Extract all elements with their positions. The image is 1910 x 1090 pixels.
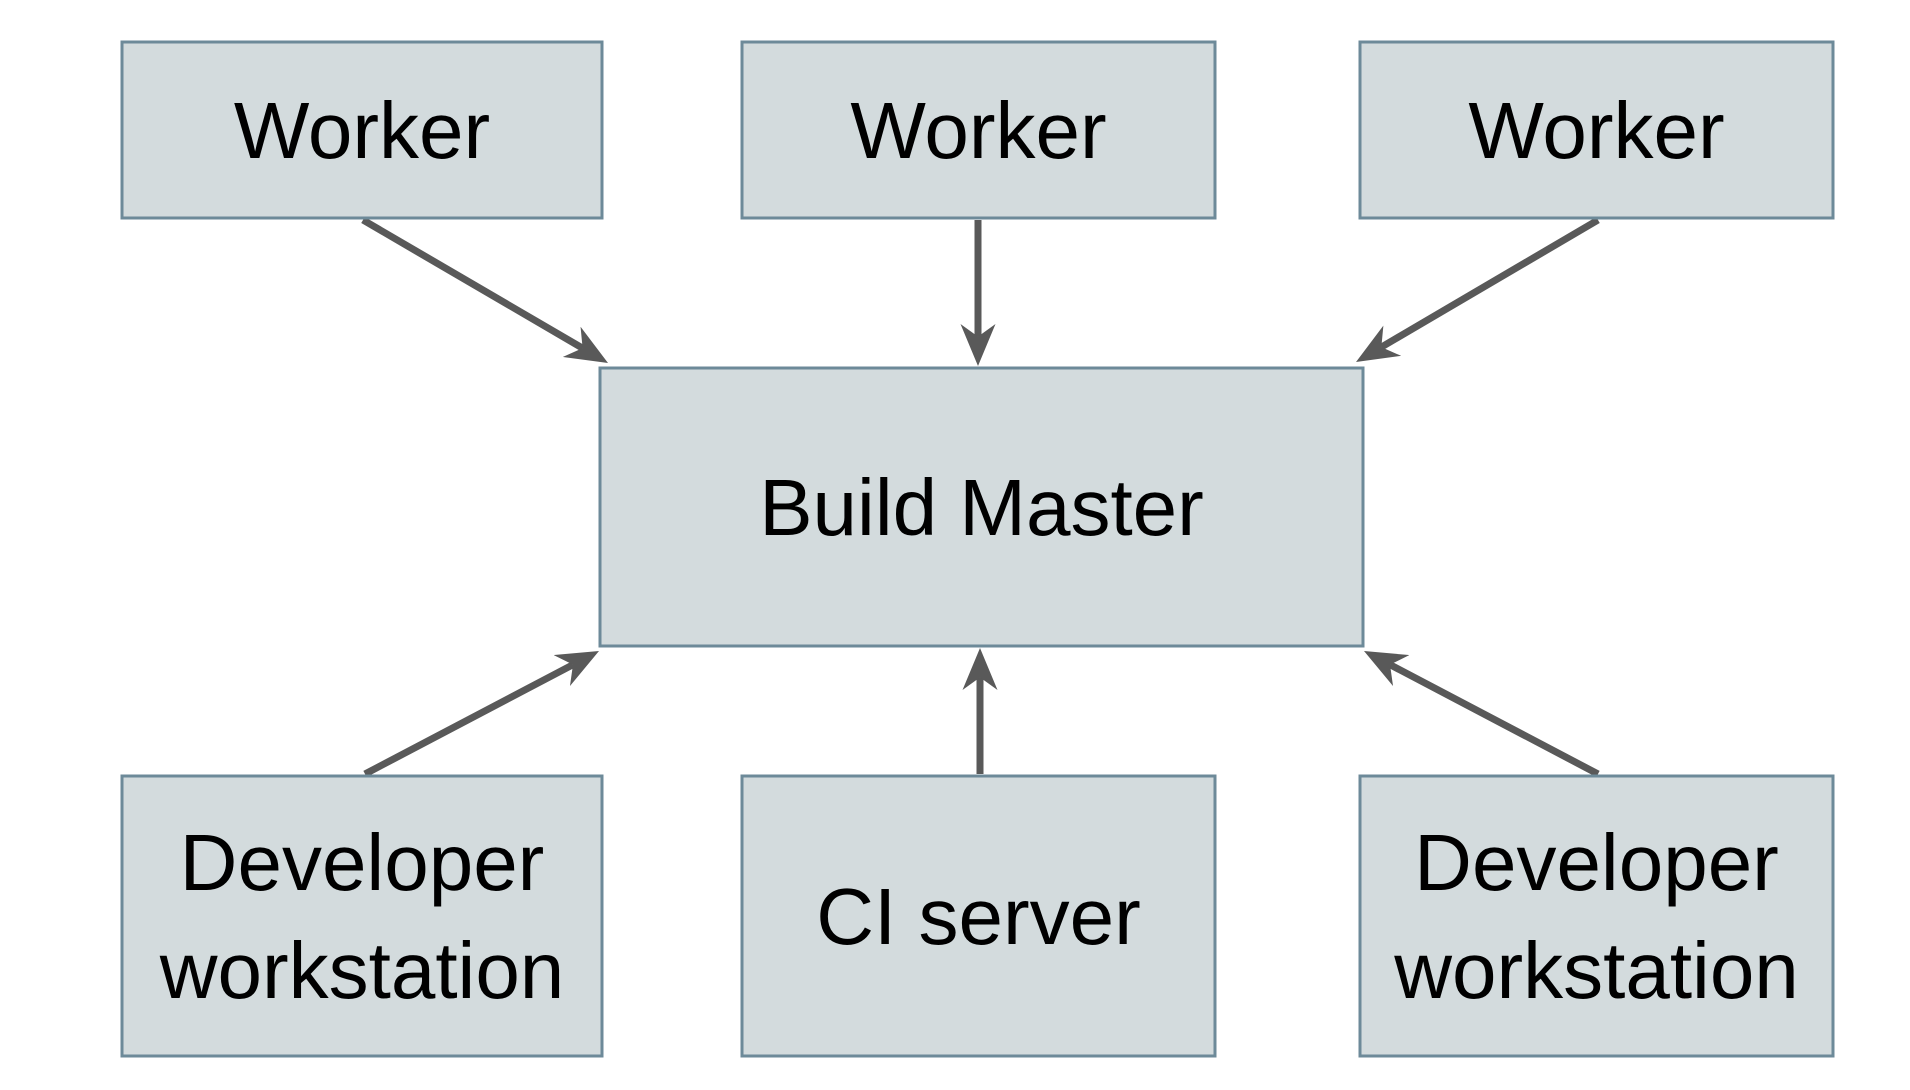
node-box-worker-2 <box>740 40 1217 220</box>
edge-worker-3-to-build-master <box>1356 216 1600 363</box>
edge-worker-1-to-build-master <box>361 216 608 364</box>
node-label-developer-workstation-left-line-1: Developer <box>180 818 545 907</box>
node-label-developer-workstation-right-line-1: Developer <box>1414 818 1779 907</box>
node-box-developer-workstation-left <box>120 774 604 1058</box>
node-box-developer-workstation-right <box>1358 774 1835 1058</box>
node-ci-server: CI server <box>740 774 1217 1058</box>
node-box-worker-3 <box>1358 40 1835 220</box>
node-label-build-master: Build Master <box>759 463 1204 552</box>
node-label-ci-server: CI server <box>816 872 1141 961</box>
node-label-developer-workstation-right-line-2: workstation <box>1393 926 1799 1015</box>
node-label-worker-2: Worker <box>850 86 1106 175</box>
node-worker-1: Worker <box>120 40 604 220</box>
node-label-developer-workstation-left-line-2: workstation <box>159 926 565 1015</box>
edges-layer <box>361 216 1600 778</box>
node-label-worker-3: Worker <box>1468 86 1724 175</box>
node-box-build-master <box>598 366 1365 648</box>
edge-developer-workstation-right-to-build-master <box>1363 651 1600 778</box>
node-build-master: Build Master <box>598 366 1365 648</box>
node-box-ci-server <box>740 774 1217 1058</box>
node-worker-2: Worker <box>740 40 1217 220</box>
node-label-worker-1: Worker <box>234 86 490 175</box>
node-box-worker-1 <box>120 40 604 220</box>
edge-developer-workstation-left-to-build-master <box>363 651 600 778</box>
node-developer-workstation-right: Developer workstation <box>1358 774 1835 1058</box>
node-developer-workstation-left: Developer workstation <box>120 774 604 1058</box>
node-worker-3: Worker <box>1358 40 1835 220</box>
